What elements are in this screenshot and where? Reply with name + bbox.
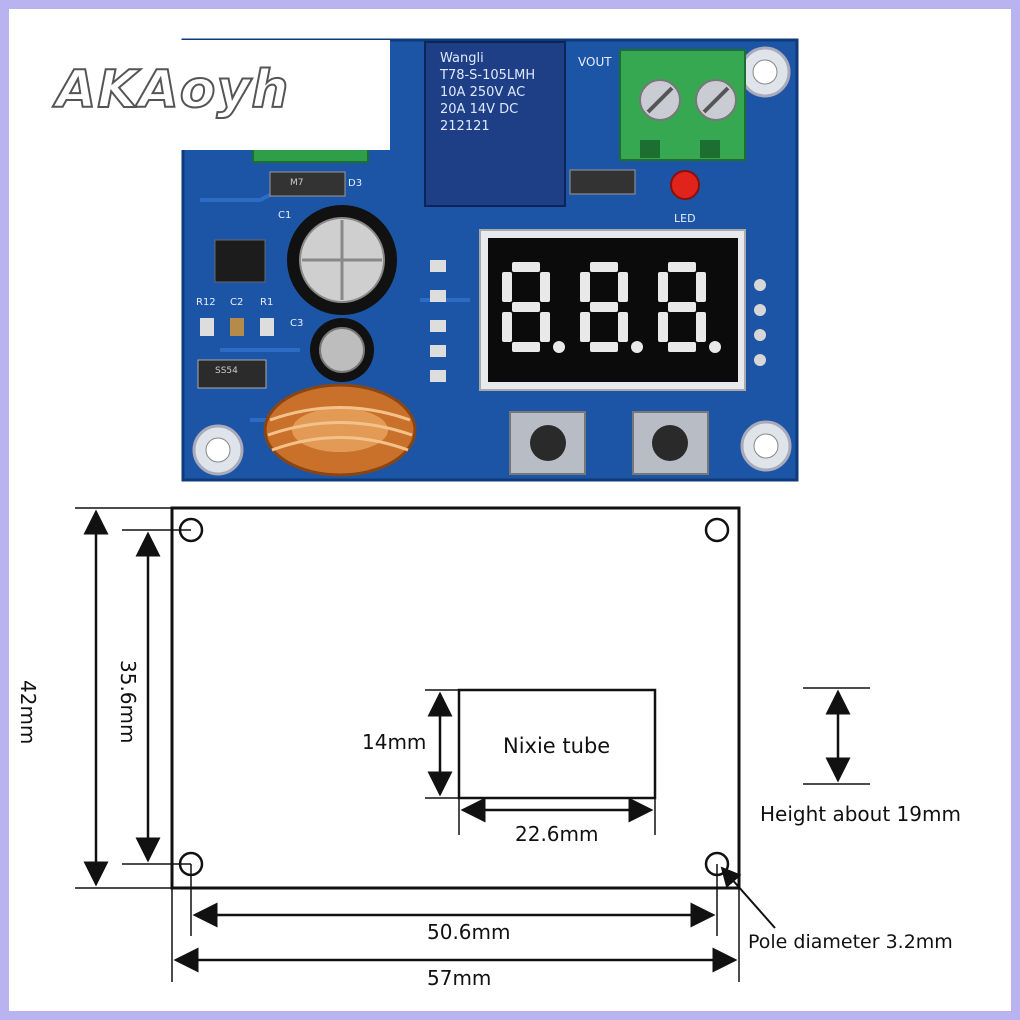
display-segment bbox=[540, 272, 550, 302]
component-label: SS54 bbox=[215, 366, 238, 376]
brand-logo-box: AKAoyh bbox=[48, 40, 390, 150]
display-digit bbox=[580, 262, 643, 353]
display-segment bbox=[502, 312, 512, 342]
component-label: C3 bbox=[290, 318, 304, 329]
display-segment bbox=[696, 272, 706, 302]
relay-text-line: Wangli bbox=[440, 51, 484, 66]
component-label: C1 bbox=[278, 210, 292, 221]
display-segment bbox=[540, 312, 550, 342]
display-decimal-point bbox=[631, 341, 643, 353]
relay-text-line: 20A 14V DC bbox=[440, 102, 519, 117]
component-label: D3 bbox=[348, 178, 363, 189]
tube-label: Nixie tube bbox=[503, 734, 611, 758]
led-label: LED bbox=[674, 212, 696, 225]
relay-label: Wangli T78-S-105LMH 10A 250V AC 20A 14V … bbox=[440, 50, 535, 135]
display-segment bbox=[512, 302, 540, 312]
display-segment bbox=[512, 262, 540, 272]
dim-height-outer-label: 42mm bbox=[16, 680, 40, 745]
height-note: Height about 19mm bbox=[760, 802, 961, 826]
component-label: C2 bbox=[230, 297, 244, 308]
component-label: R12 bbox=[196, 297, 216, 308]
ic-chip bbox=[214, 239, 266, 283]
dim-tube-height-label: 14mm bbox=[362, 730, 427, 754]
mounting-hole bbox=[740, 420, 792, 472]
display-segment bbox=[580, 312, 590, 342]
display-decimal-point bbox=[553, 341, 565, 353]
hole-outline bbox=[704, 517, 730, 543]
relay-text-line: T78-S-105LMH bbox=[440, 68, 536, 83]
dim-height-holes-label: 35.6mm bbox=[116, 660, 140, 744]
display-segment bbox=[658, 272, 668, 302]
brand-logo: AKAoyh bbox=[55, 59, 290, 121]
diode-ss54 bbox=[197, 359, 267, 389]
diode-m7 bbox=[569, 169, 636, 195]
display-segment bbox=[658, 312, 668, 342]
relay-text-line: 212121 bbox=[440, 119, 490, 134]
vout-label: VOUT bbox=[578, 55, 612, 69]
push-button-left bbox=[509, 411, 586, 475]
component-label: M7 bbox=[290, 178, 304, 188]
display-digit bbox=[658, 262, 721, 353]
display-segment bbox=[668, 302, 696, 312]
display-segment bbox=[580, 272, 590, 302]
display-segment bbox=[668, 342, 696, 352]
diode-d3 bbox=[269, 171, 346, 197]
display-segment bbox=[590, 262, 618, 272]
mounting-hole bbox=[739, 46, 791, 98]
led bbox=[670, 170, 700, 200]
push-button-right bbox=[632, 411, 709, 475]
relay-text-line: 10A 250V AC bbox=[440, 85, 526, 100]
component-label: R1 bbox=[260, 297, 274, 308]
pole-note: Pole diameter 3.2mm bbox=[748, 931, 953, 953]
display-segment bbox=[502, 272, 512, 302]
dim-tube-width-label: 22.6mm bbox=[515, 822, 599, 846]
capacitor-c3 bbox=[310, 318, 374, 382]
pole-pointer bbox=[720, 866, 776, 929]
dim-width-outer-label: 57mm bbox=[427, 966, 492, 990]
header-pins bbox=[754, 279, 766, 366]
toroid-inductor bbox=[263, 383, 417, 477]
display-segment bbox=[618, 312, 628, 342]
display-segment bbox=[618, 272, 628, 302]
display-digit bbox=[502, 262, 565, 353]
mounting-hole bbox=[192, 424, 244, 476]
dim-width-holes-label: 50.6mm bbox=[427, 920, 511, 944]
display-segment bbox=[590, 342, 618, 352]
display-segment bbox=[696, 312, 706, 342]
relay bbox=[424, 41, 566, 207]
output-terminal bbox=[619, 49, 746, 161]
capacitor-c1 bbox=[287, 205, 397, 315]
board-outline bbox=[170, 506, 741, 890]
display-segment bbox=[512, 342, 540, 352]
display-segment bbox=[668, 262, 696, 272]
display-segment bbox=[590, 302, 618, 312]
display-decimal-point bbox=[709, 341, 721, 353]
